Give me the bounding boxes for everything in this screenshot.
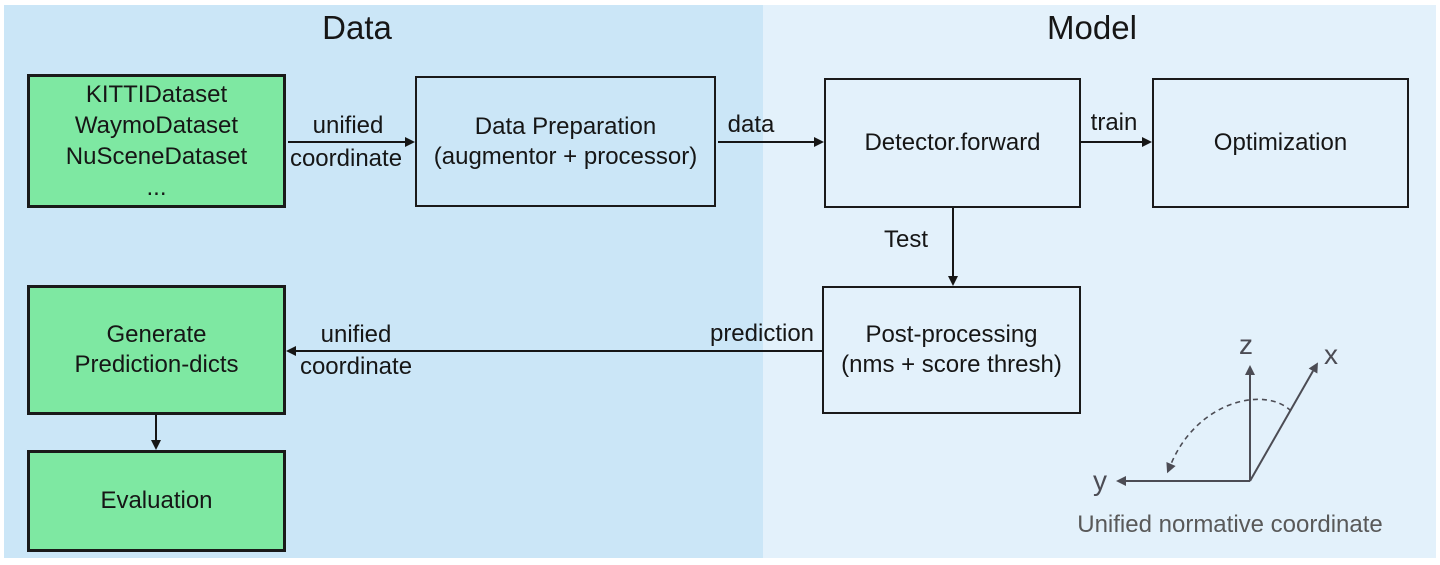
node-line: (nms + score thresh) (841, 351, 1062, 378)
rotation-arc (1166, 398, 1292, 474)
node-line: ... (146, 174, 167, 201)
node-datasets: KITTIDataset WaymoDataset NuSceneDataset… (27, 74, 286, 208)
edge-label-unified-coordinate-bottom-line2: coordinate (299, 353, 413, 380)
node-line: (augmentor + processor) (433, 142, 698, 170)
edge-label-prediction: prediction (709, 320, 815, 347)
edge-label-unified-coordinate-bottom-line1: unified (320, 321, 392, 348)
edge-label-unified-coordinate-top-line1: unified (312, 112, 384, 139)
node-evaluation: Evaluation (27, 450, 286, 552)
node-data-preparation: Data Preparation (augmentor + processor) (415, 76, 716, 207)
z-axis-label: z (1239, 329, 1253, 360)
x-axis (1249, 362, 1318, 482)
node-line: Data Preparation (474, 112, 657, 140)
coordinate-caption: Unified normative coordinate (1077, 511, 1383, 538)
edge-label-unified-coordinate-top-line2: coordinate (289, 145, 403, 172)
node-line: Prediction-dicts (74, 351, 239, 378)
model-section-title: Model (1047, 9, 1137, 46)
node-line: Detector.forward (864, 129, 1041, 156)
node-line: NuSceneDataset (65, 143, 248, 170)
edge-label-train: train (1090, 109, 1138, 136)
edge-label-data: data (727, 111, 775, 138)
coordinate-axes: z x y (1093, 329, 1338, 496)
node-generate-prediction-dicts: Generate Prediction-dicts (27, 285, 286, 415)
node-post-processing: Post-processing (nms + score thresh) (822, 286, 1081, 414)
node-line: Generate (106, 321, 207, 348)
model-section-background (763, 5, 1436, 558)
node-line: KITTIDataset (85, 81, 228, 108)
node-line: Post-processing (865, 321, 1038, 348)
node-line: WaymoDataset (74, 112, 239, 139)
node-line: Optimization (1213, 129, 1348, 156)
x-axis-label: x (1324, 339, 1338, 370)
node-line: Evaluation (100, 487, 213, 514)
edge-label-test: Test (883, 226, 929, 253)
data-section-title: Data (322, 9, 392, 46)
y-axis-label: y (1093, 465, 1107, 496)
node-optimization: Optimization (1152, 78, 1409, 208)
node-detector-forward: Detector.forward (824, 78, 1081, 208)
